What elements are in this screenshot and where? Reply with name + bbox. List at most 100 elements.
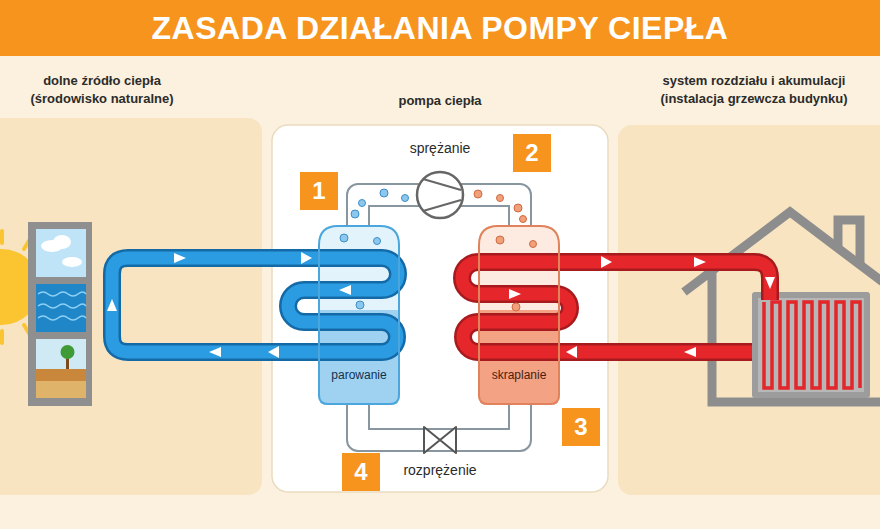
pipe-outline [262, 249, 318, 267]
callout-number: 3 [562, 408, 600, 446]
condenser-tank: skraplanie [478, 225, 560, 405]
source-column [28, 222, 92, 406]
pipe-connector [358, 405, 520, 440]
pipe-connector [262, 252, 318, 264]
tank-label: skraplanie [492, 368, 547, 383]
gas-bubble [530, 241, 537, 248]
gas-bubble [496, 236, 504, 244]
source-column [53, 235, 71, 249]
radiator [752, 292, 870, 398]
gas-bubble [351, 210, 359, 218]
tank-label: parowanie [331, 368, 386, 383]
gas-bubble [356, 301, 364, 309]
gas-bubble [340, 234, 348, 242]
pipe-outline [560, 343, 618, 361]
radiator-coil [764, 302, 860, 388]
pipe-outline [262, 343, 318, 361]
flow-arrow [509, 289, 521, 299]
heating-pipe [618, 262, 770, 300]
house-outline [838, 220, 860, 265]
compressor-symbol [417, 172, 463, 218]
gas-bubble [514, 204, 522, 212]
compressor-symbol [423, 179, 461, 190]
gas-bubble [402, 195, 409, 202]
gas-bubble [474, 190, 482, 198]
evaporator-coil [288, 258, 398, 352]
source-column [36, 381, 86, 398]
panel-heading: dolne źródło ciepła (środowisko naturaln… [12, 72, 192, 108]
expansion-valve [424, 427, 440, 453]
source-pipe [112, 258, 262, 352]
flow-arrow [684, 347, 696, 357]
expansion-valve [440, 427, 456, 453]
gas-bubble [512, 303, 520, 311]
pipe-connector [560, 256, 618, 268]
house-outline [684, 212, 880, 402]
callout-number: 1 [300, 172, 338, 210]
source-column [38, 304, 86, 308]
pipe-connector [262, 346, 318, 359]
flow-arrow [107, 253, 775, 357]
arrow-head [601, 256, 612, 268]
panel-heading: pompa ciepła [360, 92, 520, 110]
source-column [38, 316, 86, 320]
house-outline [712, 271, 880, 402]
gas-bubble [474, 190, 537, 311]
source-column [38, 292, 86, 320]
source-column [62, 257, 82, 267]
pump-panel [272, 125, 608, 492]
gas-bubble [359, 200, 366, 207]
pipe-label: sprężanie [407, 139, 474, 157]
radiator-coil [764, 302, 860, 388]
callout-number: 2 [513, 134, 551, 172]
pipe-connector [262, 346, 318, 358]
expansion-valve [424, 427, 456, 453]
compressor-symbol [417, 172, 463, 218]
source-panel [0, 118, 262, 495]
building-panel: system rozdziału i akumulacji (instalacj… [618, 125, 880, 495]
source-column [36, 339, 86, 369]
source-column [36, 369, 86, 381]
panel-heading: system rozdziału i akumulacji (instalacj… [640, 72, 868, 108]
flow-arrow [174, 253, 186, 263]
tank-outline [319, 226, 399, 404]
heating-pipe [618, 262, 770, 300]
source-column [38, 292, 86, 296]
pipe-connector [560, 346, 618, 358]
evaporator-coil [288, 258, 398, 352]
source-pipe [112, 258, 262, 352]
title-bar [0, 0, 880, 56]
evaporator-coil [288, 258, 398, 352]
flow-arrow [765, 277, 775, 289]
pipe-outline [358, 405, 520, 440]
pipe-connector [262, 252, 318, 265]
radiator [758, 298, 864, 392]
pipe-connector [560, 346, 618, 359]
arrow-head [268, 346, 279, 358]
pipe-outline [560, 253, 618, 271]
pipe-label: rozprężenie [400, 461, 479, 479]
source-column [36, 284, 86, 332]
arrow-head [301, 252, 312, 264]
flow-arrow [107, 299, 117, 311]
arrow-head [566, 346, 577, 358]
flow-arrow [694, 257, 706, 267]
sun-icon [0, 331, 4, 343]
source-panel: dolne źródło ciepła (środowisko naturaln… [0, 118, 262, 495]
callout-number: 4 [342, 453, 380, 491]
evaporator-tank: parowanie [318, 225, 400, 405]
gas-bubble [520, 216, 527, 223]
heating-pipe [618, 262, 770, 352]
title-text: ZASADA DZIAŁANIA POMPY CIEPŁA [0, 0, 880, 56]
flow-arrow [209, 347, 221, 357]
gas-bubble [497, 195, 504, 202]
building-panel [618, 125, 880, 495]
pipe-connector [560, 256, 618, 269]
heating-pipe [618, 346, 752, 359]
source-column [61, 345, 75, 359]
source-column [36, 229, 86, 277]
heating-pipe [618, 343, 752, 361]
compressor-symbol [423, 200, 461, 211]
